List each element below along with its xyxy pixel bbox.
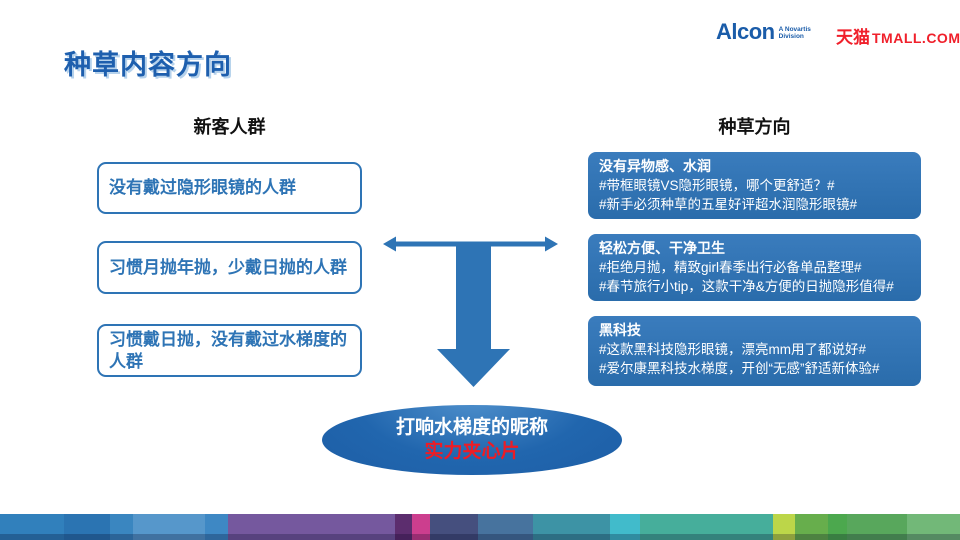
audience-box-3: 习惯戴日抛，没有戴过水梯度的人群: [97, 324, 362, 377]
alcon-wordmark: Alcon: [716, 19, 775, 44]
strip-block: [907, 514, 960, 540]
strip-block: [795, 514, 828, 540]
conclusion-ellipse: 打响水梯度的昵称 实力夹心片: [322, 405, 622, 475]
strip-block: [228, 514, 395, 540]
strip-block: [533, 514, 610, 540]
tmall-logo: 天猫 TMALL.COM: [836, 23, 960, 48]
down-arrow-icon: [437, 246, 510, 387]
left-column-header: 新客人群: [193, 117, 266, 137]
direction-box-1-line-1: #带框眼镜VS隐形眼镜，哪个更舒适？#: [599, 178, 835, 193]
direction-box-3-title: 黑科技: [599, 322, 641, 338]
direction-box-3: 黑科技 #这款黑科技隐形眼镜，漂亮mm用了都说好# #爱尔康黑科技水梯度，开创“…: [588, 316, 921, 386]
page-title: 种草内容方向: [64, 50, 232, 80]
direction-box-3-line-2: #爱尔康黑科技水梯度，开创“无感”舒适新体验#: [599, 361, 880, 376]
horizontal-double-arrow-icon: [383, 236, 558, 252]
audience-box-2-label: 习惯月抛年抛，少戴日抛的人群: [109, 257, 347, 277]
direction-box-2-line-1: #拒绝月抛，精致girl春季出行必备单品整理#: [599, 260, 862, 275]
direction-box-1-line-2: #新手必须种草的五星好评超水润隐形眼镜#: [599, 197, 858, 212]
strip-block: [412, 514, 430, 540]
direction-box-2: 轻松方便、干净卫生 #拒绝月抛，精致girl春季出行必备单品整理# #春节旅行小…: [588, 234, 921, 301]
strip-block: [110, 514, 133, 540]
strip-block: [478, 514, 533, 540]
direction-box-2-title: 轻松方便、干净卫生: [599, 240, 725, 256]
direction-box-1: 没有异物感、水润 #带框眼镜VS隐形眼镜，哪个更舒适？# #新手必须种草的五星好…: [588, 152, 921, 219]
direction-box-2-line-2: #春节旅行小tip，这款干净&方便的日抛隐形值得#: [599, 279, 894, 294]
conclusion-line-2: 实力夹心片: [424, 441, 520, 462]
audience-box-2: 习惯月抛年抛，少戴日抛的人群: [97, 241, 362, 294]
strip-block: [205, 514, 228, 540]
direction-box-3-line-1: #这款黑科技隐形眼镜，漂亮mm用了都说好#: [599, 342, 867, 357]
strip-block: [430, 514, 478, 540]
direction-box-1-title: 没有异物感、水润: [599, 158, 711, 174]
flow-arrows: [383, 236, 558, 387]
strip-block: [610, 514, 640, 540]
footer-strip: [0, 514, 960, 540]
audience-box-3-label: 习惯戴日抛，没有戴过水梯度的人群: [109, 329, 347, 371]
strip-block: [828, 514, 847, 540]
tmall-en-label: TMALL.COM: [872, 30, 960, 46]
strip-block: [773, 514, 795, 540]
strip-block: [64, 514, 110, 540]
strip-block: [395, 514, 412, 540]
strip-block: [0, 514, 64, 540]
right-column-header: 种草方向: [718, 117, 791, 137]
conclusion-line-1: 打响水梯度的昵称: [395, 417, 548, 438]
audience-box-1: 没有戴过隐形眼镜的人群: [97, 162, 362, 214]
strip-block: [847, 514, 907, 540]
audience-box-1-label: 没有戴过隐形眼镜的人群: [109, 178, 296, 197]
tmall-cn-label: 天猫: [836, 28, 870, 47]
alcon-logo: Alcon A Novartis Division: [716, 21, 819, 43]
strip-block: [133, 514, 205, 540]
alcon-sub-label: A Novartis Division: [778, 26, 811, 40]
strip-block: [640, 514, 773, 540]
